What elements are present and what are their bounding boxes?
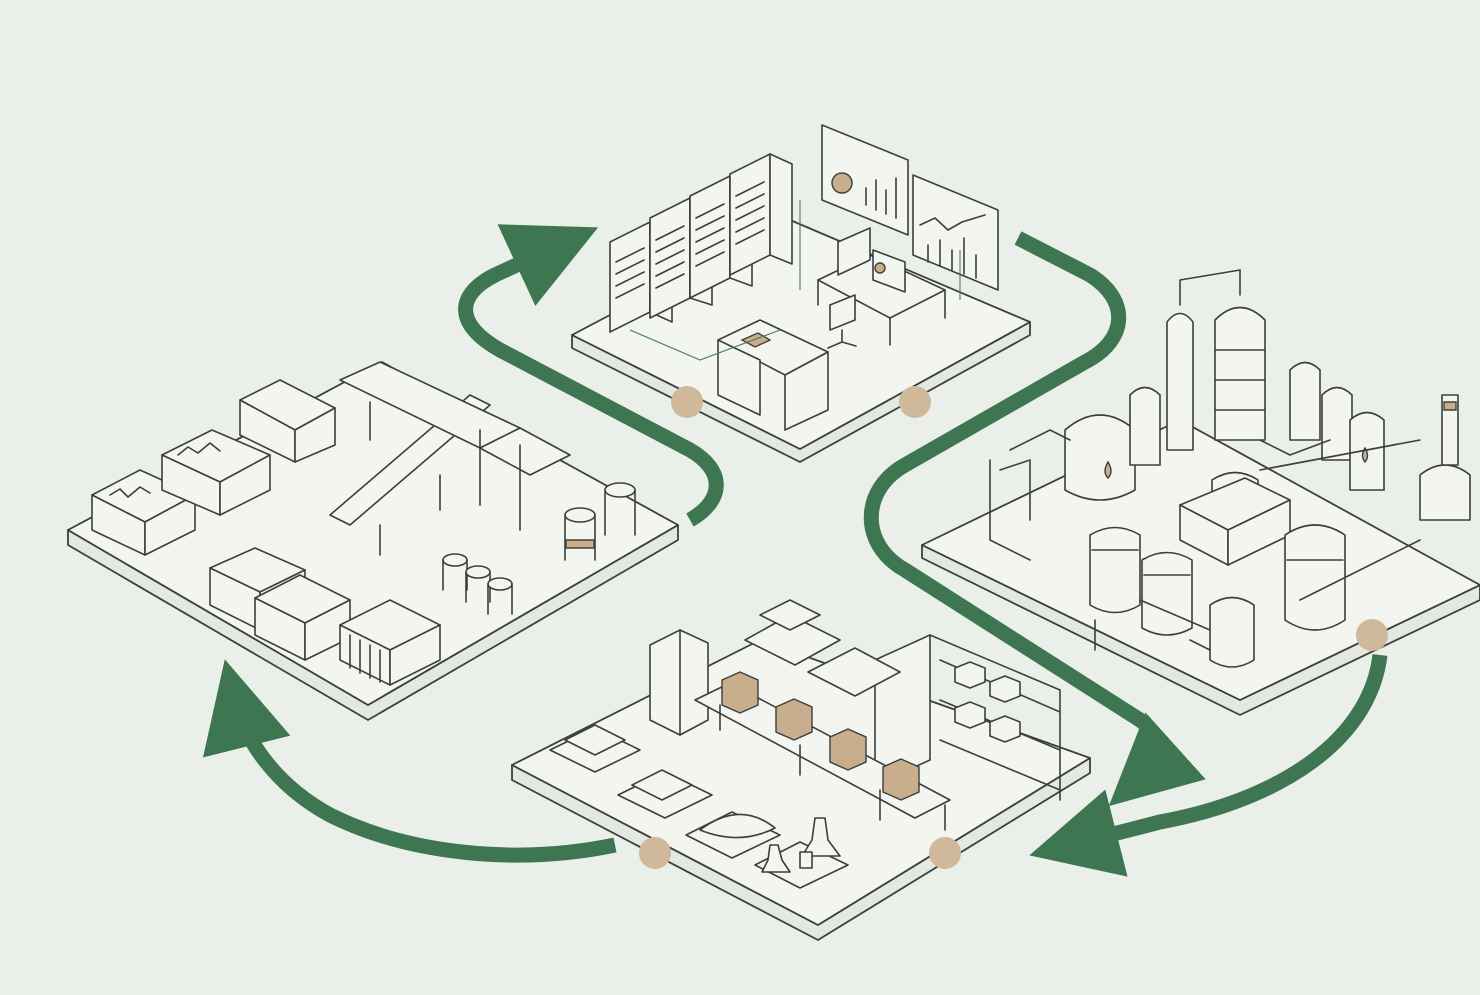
connection-node (929, 837, 961, 869)
station-warehouse (511, 599, 1091, 941)
dashboard-monitor-icon (821, 124, 999, 291)
station-chemical-plant (921, 269, 1480, 716)
desk-icon (717, 227, 946, 431)
storage-tank-icon (1089, 394, 1471, 668)
connection-node (671, 386, 703, 418)
crate-icon (209, 547, 441, 686)
ingot-icon (564, 599, 821, 801)
machine-icon (649, 629, 709, 736)
server-rack-icon (609, 153, 793, 333)
station-sorting-facility (67, 361, 679, 721)
box-icon (721, 671, 920, 801)
inclined-conveyor-icon (329, 361, 571, 556)
flask-icon (761, 817, 841, 873)
arrow-control-to-chemical (863, 231, 1206, 807)
connection-node (899, 386, 931, 418)
sand-pile-icon (699, 813, 776, 839)
data-cables (629, 200, 961, 361)
arrow-warehouse-to-sorting (203, 659, 617, 863)
connection-node (1356, 619, 1388, 651)
chair-icon (827, 294, 857, 349)
distillation-column-icon (1166, 269, 1266, 451)
barrel-icon (442, 482, 636, 615)
bin-icon (91, 429, 271, 556)
arrow-chemical-to-warehouse (1029, 653, 1388, 877)
flow-arrows (203, 224, 1388, 877)
arrow-sorting-to-control (458, 224, 724, 527)
reactor-tank-icon (1064, 361, 1385, 566)
connection-node (639, 837, 671, 869)
pipe-icon (989, 429, 1421, 651)
shredder-icon (239, 379, 336, 463)
station-control-center (571, 124, 1031, 463)
